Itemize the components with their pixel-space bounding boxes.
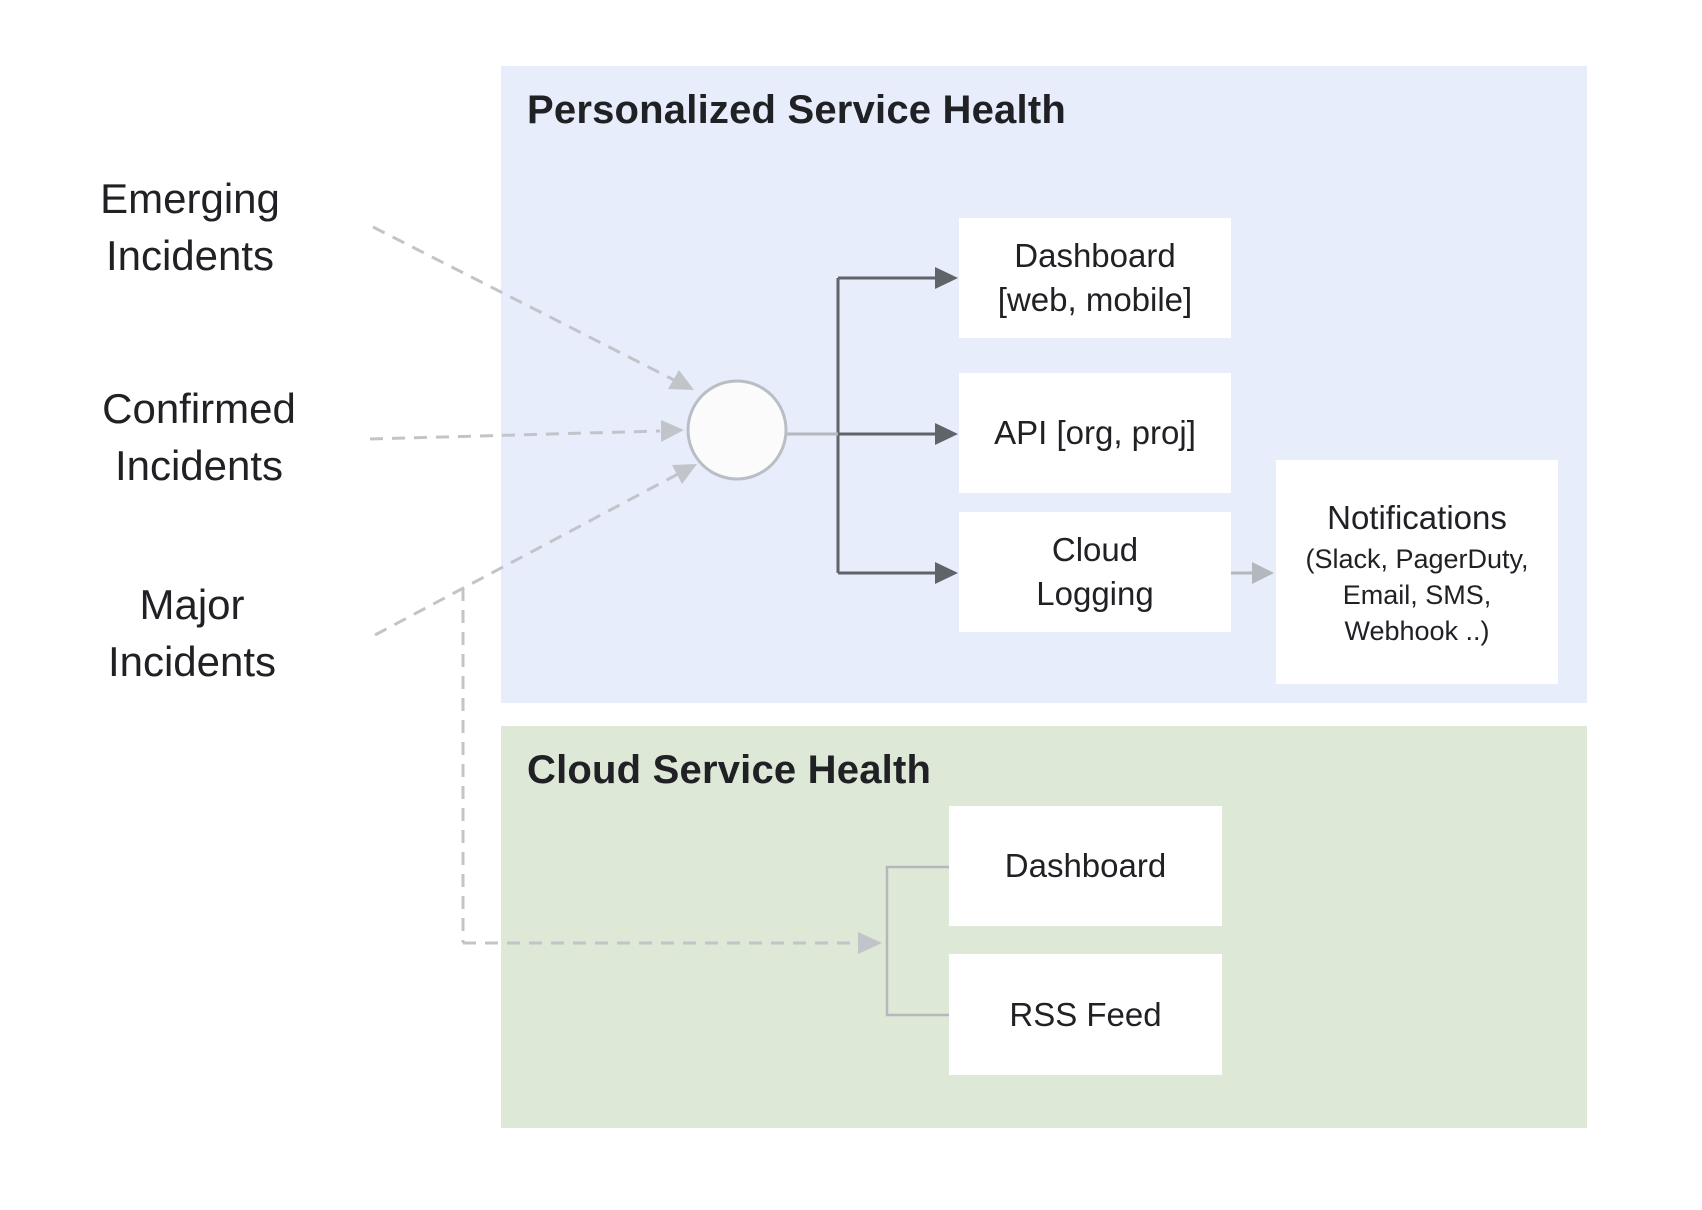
- node-cloud-logging: Cloud Logging: [959, 512, 1231, 632]
- dashed-incident-connectors: [369, 225, 882, 954]
- major-incidents-dashed-line: [374, 472, 679, 637]
- node-notifications: Notifications (Slack, PagerDuty, Email, …: [1276, 460, 1558, 684]
- node-label: Notifications: [1327, 499, 1507, 536]
- label-line: Incidents: [114, 442, 284, 489]
- label-major-incidents: Major Incidents: [72, 576, 312, 690]
- node-dashboard-web-mobile: Dashboard [web, mobile]: [959, 218, 1231, 338]
- label-line: Major: [139, 581, 245, 628]
- major-arrowhead-icon: [672, 464, 697, 484]
- dark-fanout-connectors: [836, 267, 958, 584]
- node-api-org-proj: API [org, proj]: [959, 373, 1231, 493]
- arrowhead-to-cloud-logging-icon: [935, 562, 958, 584]
- node-label: API [org, proj]: [994, 414, 1196, 451]
- emerging-incidents-dashed-line: [372, 225, 675, 382]
- emerging-arrowhead-icon: [668, 370, 694, 390]
- arrowhead-to-dashboard-icon: [935, 267, 958, 289]
- node-cloud-dashboard: Dashboard: [949, 806, 1222, 926]
- label-line: Incidents: [107, 638, 277, 685]
- confirmed-incidents-dashed-line: [369, 429, 661, 441]
- cloud-panel-title: Cloud Service Health: [527, 748, 932, 792]
- node-label: RSS Feed: [1009, 995, 1162, 1033]
- node-label: Dashboard: [1014, 237, 1176, 274]
- node-label: Dashboard: [1004, 847, 1167, 884]
- arrowhead-to-api-icon: [935, 423, 958, 445]
- node-rss-feed: RSS Feed: [949, 954, 1222, 1075]
- label-emerging-incidents: Emerging Incidents: [70, 170, 310, 284]
- label-confirmed-incidents: Confirmed Incidents: [79, 380, 319, 494]
- node-label: Cloud: [1051, 531, 1139, 568]
- node-sublabel: Email, SMS,: [1342, 580, 1492, 610]
- node-label: Logging: [1036, 575, 1154, 612]
- light-connectors: [786, 432, 1274, 1017]
- node-sublabel: Webhook ..): [1344, 616, 1490, 646]
- cloud-split-bracket: [885, 865, 949, 1017]
- label-line: Confirmed: [102, 385, 296, 432]
- node-label: [web, mobile]: [997, 281, 1193, 318]
- arrowhead-to-notifications-icon: [1252, 562, 1274, 584]
- confirmed-arrowhead-icon: [661, 420, 684, 442]
- label-line: Emerging: [100, 175, 280, 222]
- merge-node-circle: [686, 379, 788, 481]
- node-sublabel: (Slack, PagerDuty,: [1305, 544, 1529, 574]
- label-line: Incidents: [105, 232, 275, 279]
- branch-arrowhead-icon: [858, 932, 882, 954]
- personalized-panel-title: Personalized Service Health: [527, 88, 1066, 132]
